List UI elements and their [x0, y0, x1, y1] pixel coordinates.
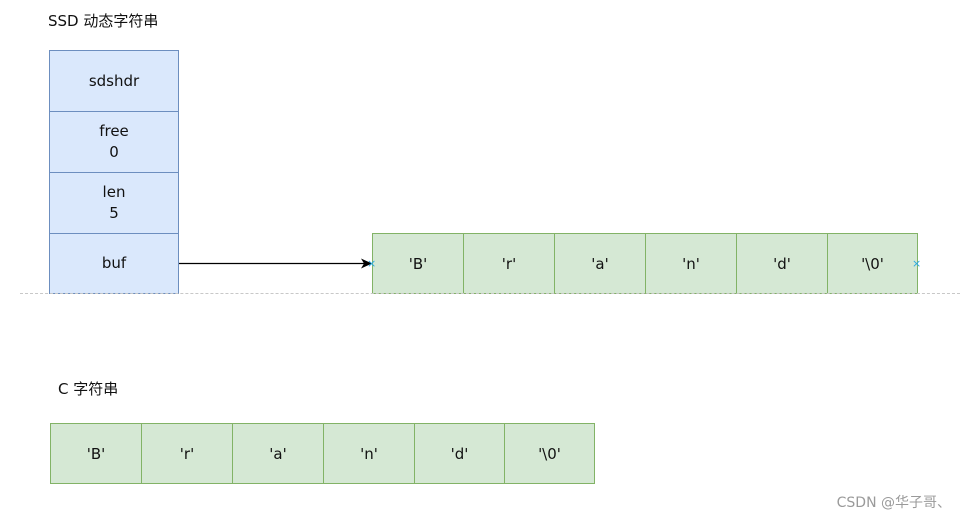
c-buffer-cell: 'n': [323, 423, 415, 484]
sds-buffer-cell: 'a': [554, 233, 646, 294]
sds-title: SSD 动态字符串: [48, 12, 159, 30]
sdshdr-buf-field: buf: [49, 233, 179, 294]
sdshdr-header-field: sdshdr: [49, 50, 179, 112]
connection-point-icon: ×: [912, 257, 922, 270]
sdshdr-header-label: sdshdr: [88, 71, 140, 90]
len-label: len: [102, 183, 126, 201]
c-string-title: C 字符串: [58, 380, 119, 398]
watermark: CSDN @华子哥、: [836, 495, 951, 511]
c-buffer-cell: '\0': [504, 423, 595, 484]
sdshdr-free-field: free 0: [49, 111, 179, 173]
c-buffer-cell: 'B': [50, 423, 142, 484]
connection-point-icon: ×: [367, 257, 377, 270]
sds-buffer-cell: 'r': [463, 233, 555, 294]
c-buffer-cell: 'd': [414, 423, 505, 484]
sds-buffer-cell: 'n': [645, 233, 737, 294]
c-buffer-cell: 'r': [141, 423, 233, 484]
sds-buffer-cell: '\0': [827, 233, 918, 294]
sds-buffer-cell: 'd': [736, 233, 828, 294]
section-divider: [20, 293, 960, 294]
buf-label: buf: [101, 254, 127, 272]
sdshdr-len-field: len 5: [49, 172, 179, 234]
free-value: 0: [109, 143, 119, 161]
free-label: free: [99, 122, 129, 140]
len-value: 5: [109, 204, 119, 222]
sds-buffer-cell: 'B': [372, 233, 464, 294]
c-buffer-cell: 'a': [232, 423, 324, 484]
